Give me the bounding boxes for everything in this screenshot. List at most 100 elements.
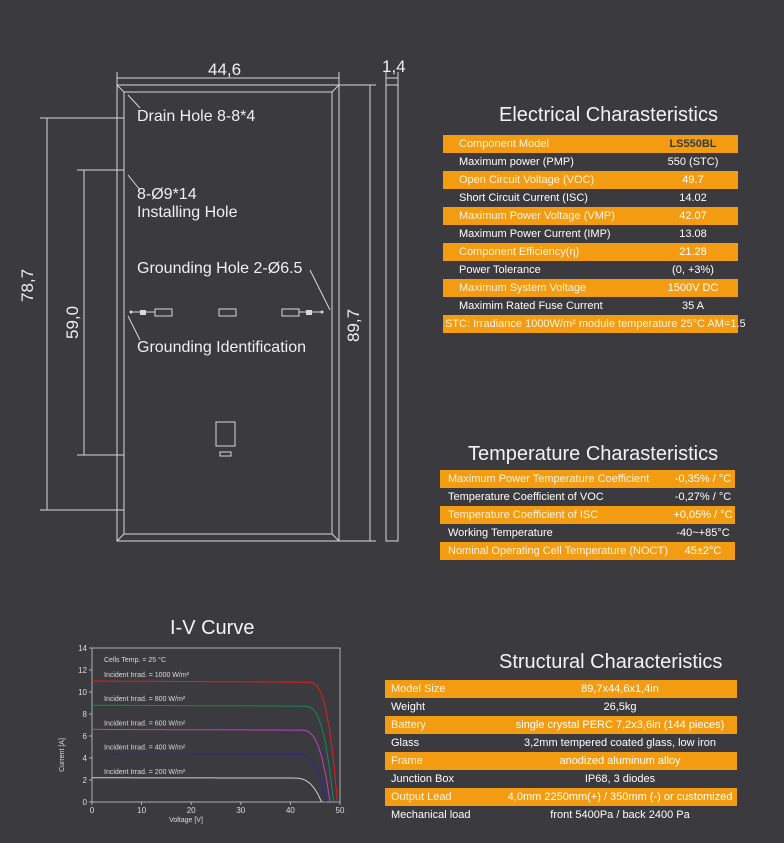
spec-value: 14.02 — [679, 192, 707, 204]
spec-row: Maximum power (PMP) 550 (STC) — [443, 153, 738, 171]
spec-value: 4,0mm 2250mm(+) / 350mm (-) or customize… — [507, 791, 733, 803]
spec-value: (0, +3%) — [672, 264, 714, 276]
y-tick-label: 4 — [83, 754, 88, 763]
spec-value: -0,27% / °C — [674, 491, 732, 503]
temperature-title: Temperature Charasteristics — [468, 443, 719, 465]
spec-row: Nominal Operating Cell Temperature (NOCT… — [440, 542, 735, 560]
spec-label: Glass — [391, 737, 420, 749]
y-tick-label: 0 — [83, 798, 88, 807]
spec-row: Working Temperature-40~+85°C — [440, 524, 735, 542]
series-label: Incident Irrad. = 400 W/m² — [104, 745, 186, 752]
y-tick-label: 12 — [78, 666, 87, 675]
spec-row: Power Tolerance (0, +3%) — [443, 261, 738, 279]
x-tick-label: 10 — [137, 806, 146, 815]
grounding-identification-label: Grounding Identification — [137, 339, 306, 356]
height-label-inner: 59,0 — [63, 305, 82, 339]
spec-row: Maximum System Voltage 1500V DC — [443, 279, 738, 297]
spec-value: LS550BL — [669, 138, 717, 150]
x-tick-label: 50 — [336, 806, 345, 815]
spec-value: 1500V DC — [667, 282, 719, 294]
spec-label: Maximum Power Voltage (VMP) — [459, 210, 615, 222]
spec-value: 3,2mm tempered coated glass, low iron — [524, 737, 716, 749]
spec-row: Open Circuit Voltage (VOC)49.7 — [443, 171, 738, 189]
structural-title: Structural Characteristics — [499, 651, 723, 673]
spec-value: 49.7 — [682, 174, 704, 186]
spec-value: front 5400Pa / back 2400 Pa — [550, 809, 690, 821]
spec-value: 35 A — [681, 300, 705, 312]
spec-label: Nominal Operating Cell Temperature (NOCT… — [448, 545, 668, 557]
spec-row: Output Lead 4,0mm 2250mm(+) / 350mm (-) o… — [385, 788, 737, 806]
mounting-slot — [218, 308, 237, 317]
spec-value: IP68, 3 diodes — [584, 773, 656, 785]
spec-label: Component Efficiency(η) — [459, 246, 580, 258]
spec-value: 550 (STC) — [667, 156, 719, 168]
spec-row: Maximum Power Temperature Coefficient -0,… — [440, 470, 735, 488]
cells-temp-annotation: Cells Temp. = 25 °C — [104, 656, 166, 664]
spec-value: +0,05% / °C — [673, 509, 733, 521]
spec-row: Temperature Coefficient of ISC +0,05% / °… — [440, 506, 735, 524]
spec-label: Junction Box — [391, 773, 454, 785]
series-label: Incident Irrad. = 600 W/m² — [104, 720, 186, 727]
spec-row: Junction Box IP68, 3 diodes — [385, 770, 737, 788]
x-tick-label: 40 — [286, 806, 295, 815]
x-axis-label: Voltage [V] — [169, 817, 203, 824]
height-label-right: 89,7 — [344, 308, 363, 342]
panel-side-view — [385, 84, 399, 542]
spec-value: 13.08 — [679, 228, 707, 240]
plot-area — [91, 647, 341, 803]
mounting-slot — [154, 308, 173, 317]
installing-hole-label: 8-Ø9*14 — [137, 186, 197, 203]
y-tick-label: 2 — [83, 776, 88, 785]
spec-row: Component Efficiency(η)21.28 — [443, 243, 738, 261]
spec-value: 26,5kg — [603, 701, 637, 713]
spec-label: Maximum Power Current (IMP) — [459, 228, 611, 240]
spec-value: single crystal PERC 7,2x3,6in (144 piece… — [515, 719, 725, 731]
spec-value: -0,35% / °C — [674, 473, 732, 485]
spec-label: Power Tolerance — [459, 264, 541, 276]
x-tick-label: 0 — [90, 806, 95, 815]
stc-note-text: STC: Irradiance 1000W/m² module temperat… — [445, 318, 746, 330]
chart-title: I-V Curve — [170, 617, 255, 639]
spec-row: Glass 3,2mm tempered coated glass, low ir… — [385, 734, 737, 752]
spec-label: Output Lead — [391, 791, 452, 803]
spec-label: Component Model — [459, 138, 549, 150]
spec-label: Weight — [391, 701, 426, 713]
spec-label: Battery — [391, 719, 426, 731]
electrical-table: Component Model LS550BL Maximum power (PMP… — [443, 135, 746, 333]
series-line — [92, 704, 335, 803]
series-line — [92, 680, 338, 803]
spec-value: 89,7x44,6x1,4in — [581, 683, 659, 695]
series-label: Incident Irrad. = 800 W/m² — [104, 696, 186, 703]
series-label: Incident Irrad. = 1000 W/m² — [104, 672, 190, 679]
y-axis-label: Current [A] — [59, 738, 66, 772]
thickness-label: 1,4 — [382, 57, 406, 76]
installing-hole-label-2: Installing Hole — [137, 204, 238, 221]
spec-label: Maximum System Voltage — [459, 282, 587, 294]
spec-label: Maximum power (PMP) — [459, 156, 574, 168]
spec-label: Maximum Power Temperature Coefficient — [448, 473, 650, 485]
x-tick-label: 30 — [236, 806, 245, 815]
panel-outer-frame — [116, 84, 340, 542]
spec-label: Short Circuit Current (ISC) — [459, 192, 588, 204]
spec-value: 42.07 — [679, 210, 707, 222]
spec-row: Maximum Power Voltage (VMP) 42.07 — [443, 207, 738, 225]
junction-box-connector — [219, 451, 232, 457]
x-tick-label: 20 — [187, 806, 196, 815]
series-line — [92, 753, 327, 803]
spec-row: Short Circuit Current (ISC) 14.02 — [443, 189, 738, 207]
series-label: Incident Irrad. = 200 W/m² — [104, 769, 186, 776]
height-label-left: 78,7 — [18, 268, 37, 302]
spec-label: Temperature Coefficient of ISC — [448, 509, 599, 521]
y-tick-label: 8 — [83, 710, 88, 719]
grounding-hole-label: Grounding Hole 2-Ø6.5 — [137, 260, 303, 277]
spec-value: anodized aluminum alloy — [559, 755, 681, 767]
width-label: 44,6 — [208, 60, 242, 79]
spec-label: Maximim Rated Fuse Current — [459, 300, 603, 312]
mounting-slot — [281, 308, 300, 317]
